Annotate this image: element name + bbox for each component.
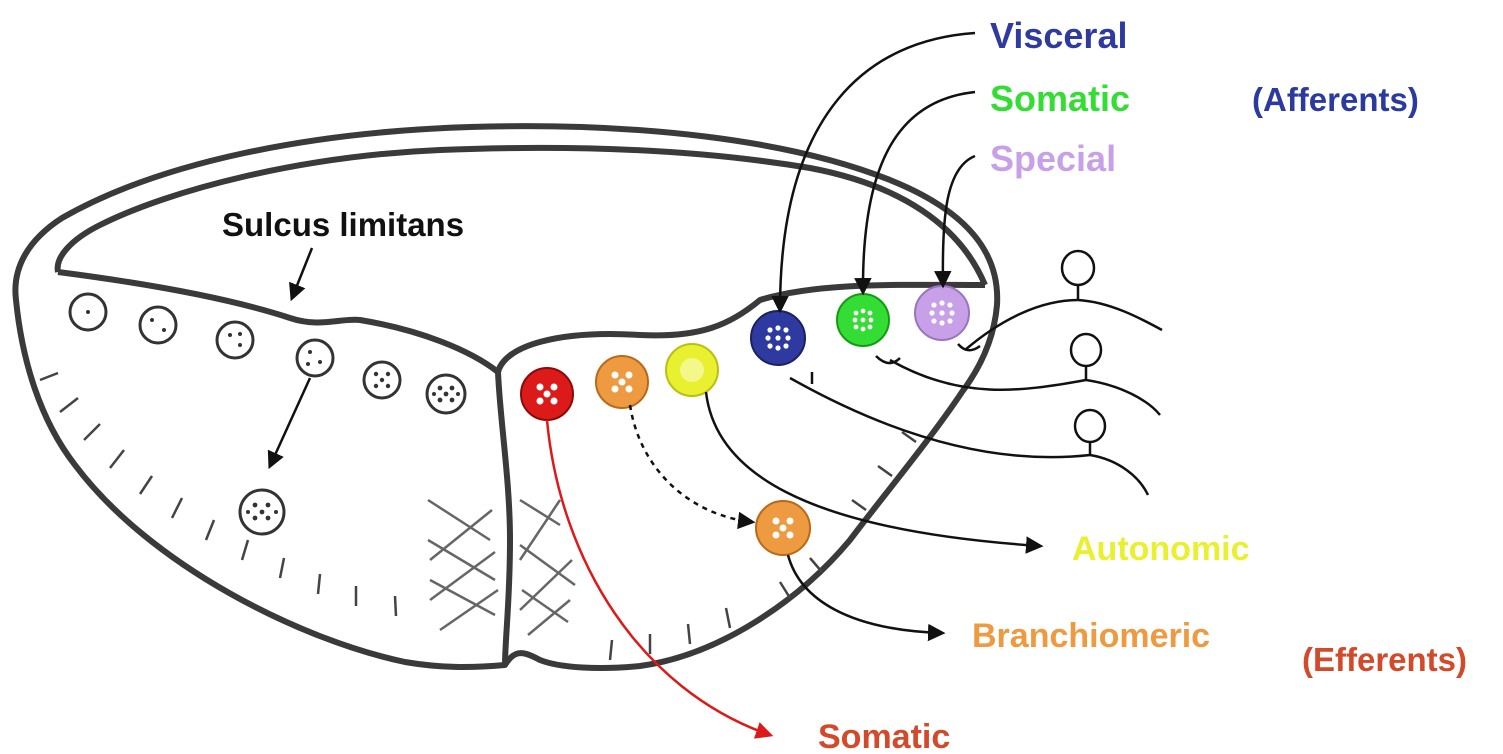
afferents-group-label: (Afferents) — [1252, 81, 1419, 118]
branchiomeric-label: Branchiomeric — [972, 617, 1210, 655]
gray-nucleus — [297, 340, 333, 376]
migration-arrow — [270, 378, 310, 466]
somatic-efferent-label: Somatic — [818, 718, 950, 754]
sulcus-arrow — [292, 248, 312, 298]
gray-nucleus — [140, 307, 176, 343]
special-afferent-label: Special — [990, 138, 1116, 179]
somatic-afferent-label: Somatic — [990, 78, 1130, 119]
midline-hatching — [428, 500, 575, 635]
efferents-group-label: (Efferents) — [1302, 641, 1467, 678]
sulcus-limitans-label: Sulcus limitans — [222, 206, 464, 243]
efferent-nuclei — [521, 344, 810, 555]
autonomic-label: Autonomic — [1072, 530, 1250, 568]
efferent-fibers — [547, 392, 1040, 735]
inner-wall — [58, 148, 985, 285]
median-septum — [498, 372, 510, 665]
somatic-efferent-fiber — [547, 420, 770, 735]
gray-nucleus — [217, 322, 253, 358]
afferent-fibers — [780, 33, 975, 310]
afferent-nuclei — [751, 286, 969, 365]
visceral-afferent-label: Visceral — [990, 15, 1127, 56]
